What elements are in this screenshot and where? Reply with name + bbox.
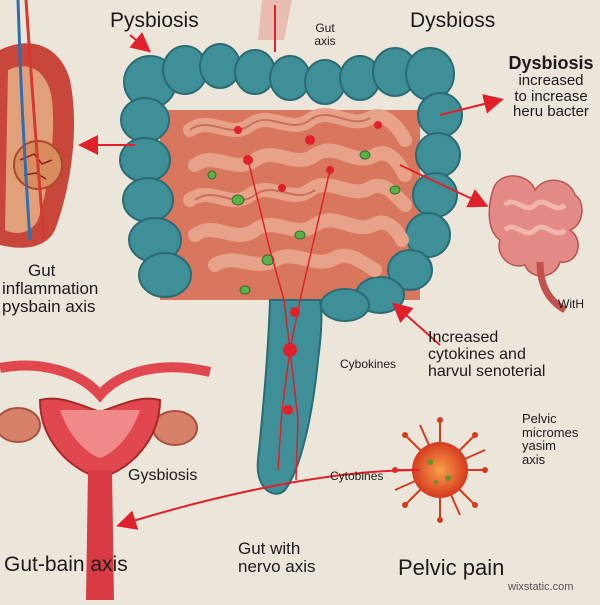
label-right-upper-line4: heru bacter (513, 103, 589, 121)
label-right-lower-line4: axis (522, 451, 546, 467)
label-left-lower: Gysbiosis (128, 467, 198, 484)
label-right-upper-title: Dysbiosis (508, 53, 594, 73)
label-right-upper-line3: to increase (514, 87, 588, 105)
label-left-middle-line2: inflammation (2, 278, 99, 298)
label-right-upper-line2: increased (518, 71, 584, 89)
label-top-left: Pysbiosis (110, 9, 199, 32)
label-left-middle-line1: Gut (28, 261, 56, 280)
label-right-middle-line1: Increased (428, 329, 499, 346)
label-bottom-center-line1: Gut with (238, 539, 301, 558)
label-left-middle: Gut inflammation pysbain axis (2, 262, 98, 316)
label-right-lower-line3: yasim (522, 438, 556, 454)
label-right-lower-line1: Pelvic (522, 411, 557, 426)
label-top-center-line1: Gut (315, 21, 335, 35)
label-left-middle-line3: pysbain axis (2, 296, 96, 316)
label-right-middle: Increased cytokines and harvul senoteria… (428, 329, 546, 380)
mini-intestine-icon (488, 175, 583, 314)
label-right-lower-line2: micromes (522, 424, 579, 440)
label-right-lower: Pelvic micromes yasim axis (522, 412, 578, 467)
label-bottom-right: Pelvic pain (398, 555, 505, 580)
watermark: wixstatic.com (508, 581, 574, 593)
label-right-upper: Dysbiosis increased to increase heru bac… (502, 54, 600, 120)
arrows (78, 32, 504, 530)
label-bottom-center: Gut with nervo axis (238, 540, 315, 576)
label-bottom-left: Gut-bain axis (4, 553, 128, 576)
label-center-lower: Cytobines (330, 469, 384, 483)
label-top-right: Dysbioss (410, 9, 496, 32)
label-right-middle-line2: cytokines and (428, 345, 526, 363)
label-center-cytokines: Cybokines (340, 357, 397, 371)
uterus-icon (0, 360, 212, 600)
label-top-center: Gut axis (300, 22, 350, 47)
label-top-center-line2: axis (314, 33, 336, 48)
large-intestine-icon (119, 43, 463, 495)
label-right-small: WitH (558, 297, 584, 311)
label-right-middle-line3: harvul senoterial (428, 362, 546, 380)
liver-icon (0, 0, 75, 248)
label-bottom-center-line2: nervo axis (238, 556, 316, 576)
